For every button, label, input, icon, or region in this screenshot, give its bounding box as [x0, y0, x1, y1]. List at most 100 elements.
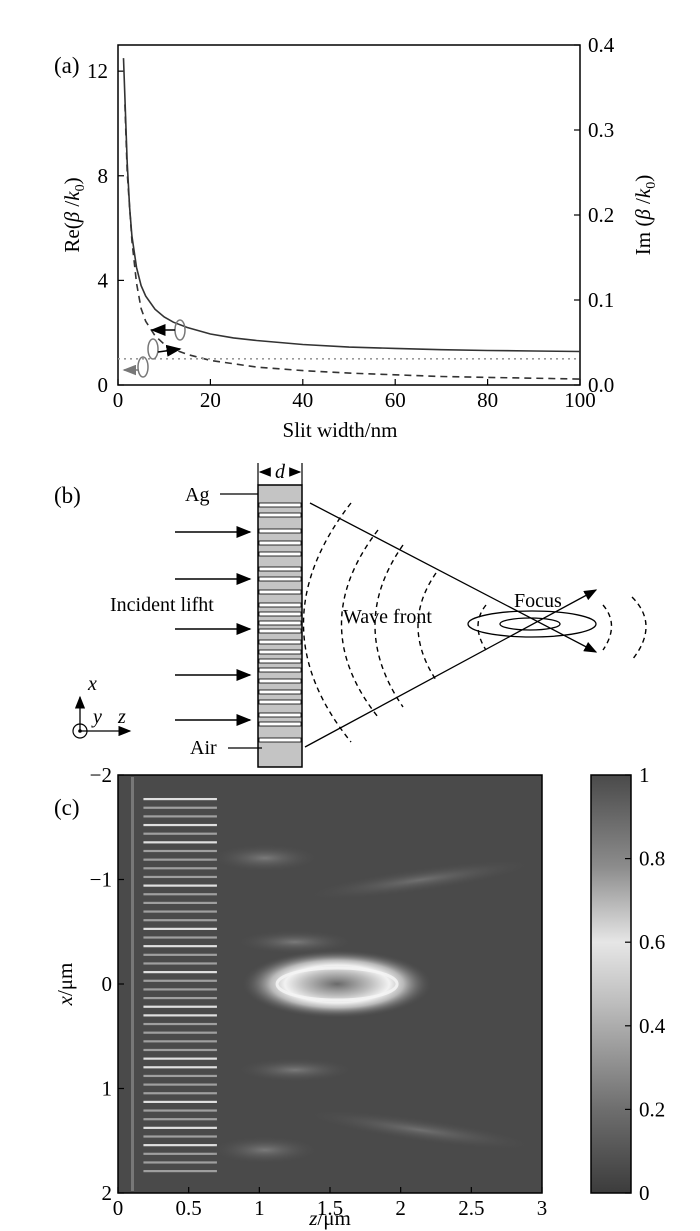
panel-c-y-tick-label: −2 — [90, 763, 112, 787]
panel-c-y-tick-label: 1 — [102, 1077, 113, 1101]
air-slit — [258, 678, 302, 684]
dashed-curve-marker-ellipse — [147, 338, 159, 360]
wave-front-1 — [302, 502, 352, 743]
panel-a-right-tick-label: 0.3 — [588, 118, 614, 142]
coord-y-axis-dot — [78, 729, 82, 733]
field-map-slit — [143, 927, 217, 930]
panel-a-x-tick-label: 80 — [477, 388, 498, 412]
field-map-slit — [143, 1083, 217, 1086]
panel-a-x-tick-label: 100 — [564, 388, 596, 412]
air-slits-group — [258, 502, 302, 743]
focus-outer-ellipse — [467, 610, 597, 638]
panel-a-left-tick-label: 4 — [98, 268, 109, 292]
field-map-slit — [143, 1022, 217, 1026]
field-map-slit — [143, 910, 217, 913]
dotted-line-marker-ellipse — [137, 356, 149, 378]
colorbar-axis: 00.20.40.60.81 — [625, 763, 666, 1205]
field-map-slit — [143, 823, 217, 827]
colorbar-tick-label: 0 — [639, 1181, 650, 1205]
field-map-slit — [143, 875, 217, 879]
air-slit — [258, 551, 302, 557]
field-beam-lower — [301, 1109, 539, 1151]
field-map-slit — [143, 901, 217, 905]
field-map-slit — [143, 1144, 217, 1147]
air-slit — [258, 737, 302, 743]
field-map-slit — [143, 1057, 217, 1060]
panel-c-x-tick-label: 3 — [537, 1196, 548, 1220]
solid-curve-marker-ellipse — [174, 319, 186, 341]
field-map-slit — [143, 1092, 217, 1095]
panel-a-x-axis-label: Slit width/nm — [283, 418, 398, 442]
air-slit — [258, 699, 302, 705]
field-map-slit — [143, 893, 217, 896]
air-slit — [258, 602, 302, 608]
field-map-slit — [143, 1118, 217, 1121]
air-slit — [258, 712, 302, 718]
wave-front-5 — [477, 604, 487, 651]
colorbar-tick-label: 0.6 — [639, 930, 665, 954]
field-map-slit — [143, 1152, 217, 1155]
coord-z-label: z — [117, 706, 126, 728]
thickness-label: d — [275, 461, 286, 483]
field-map-slit — [143, 1109, 217, 1112]
air-slit — [258, 620, 302, 626]
panel-a-right-tick-label: 0.0 — [588, 373, 614, 397]
field-map-slit — [143, 1031, 217, 1034]
coord-x-label: x — [87, 673, 97, 695]
dashed-imag-part-curve — [124, 104, 581, 380]
cone-lower-ray — [304, 589, 598, 748]
dashed-curve-axis-arrow — [157, 344, 182, 357]
field-map-slit — [143, 953, 217, 956]
panel-c-x-axis-label: z/μm — [308, 1206, 351, 1230]
panel-a-right-tick-label: 0.2 — [588, 203, 614, 227]
field-lobe-upper-2 — [235, 930, 355, 954]
air-slit — [258, 658, 302, 664]
field-beam-upper — [301, 859, 539, 901]
field-map-slit — [143, 1014, 217, 1017]
panel-a-left-axis-label: Re(β /k0) — [60, 177, 88, 252]
panel-c-x-tick-label: 1.5 — [317, 1196, 343, 1220]
panel-a-x-tick-label: 20 — [200, 388, 221, 412]
field-map-slit — [143, 919, 217, 922]
panel-a-x-tick-label: 0 — [113, 388, 124, 412]
panel-a-x-tick-label: 60 — [385, 388, 406, 412]
panel-a-right-tick-label: 0.1 — [588, 288, 614, 312]
colorbar-tick-label: 0.2 — [639, 1097, 665, 1121]
panel-c-label: (c) — [54, 795, 80, 820]
focus-inner-ellipse — [499, 617, 561, 631]
air-slit — [258, 528, 302, 534]
panel-a-plot-frame — [117, 44, 581, 386]
air-slit — [258, 639, 302, 645]
field-lobe-lower-2 — [235, 1058, 355, 1082]
panel-a-right-axis: 0.00.10.20.30.4 — [574, 33, 615, 397]
field-map-slit — [143, 849, 217, 853]
panel-c-y-tick-label: −1 — [90, 868, 112, 892]
panel-a-right-axis-label: Im (β /k0) — [631, 175, 659, 255]
panel-a-series-group — [118, 58, 581, 380]
air-slit — [258, 649, 302, 655]
field-map-slits-group — [143, 797, 217, 1173]
panel-c-x-tick-label: 2 — [395, 1196, 406, 1220]
field-map-slit — [143, 867, 217, 870]
field-lobe-upper-1 — [210, 844, 320, 872]
colorbar-tick-label: 1 — [639, 763, 650, 787]
field-map-slit — [143, 1005, 217, 1008]
panel-a-x-tick-label: 40 — [292, 388, 313, 412]
field-map-slit — [143, 936, 217, 939]
field-map-slit — [143, 1170, 217, 1173]
panel-c-x-tick-label: 0 — [113, 1196, 124, 1220]
air-slit — [258, 502, 302, 508]
colorbar-tick-label: 0.4 — [639, 1014, 666, 1038]
coord-y-label: y — [91, 706, 102, 728]
solid-real-part-curve — [122, 58, 581, 353]
field-map-slit — [143, 858, 217, 861]
panel-a-left-tick-label: 8 — [98, 164, 109, 188]
air-slit — [258, 540, 302, 546]
field-map-slit — [143, 1135, 217, 1138]
field-map-slit — [143, 1126, 217, 1129]
panel-a-label: (a) — [54, 53, 80, 78]
cone-upper-ray — [309, 502, 598, 653]
